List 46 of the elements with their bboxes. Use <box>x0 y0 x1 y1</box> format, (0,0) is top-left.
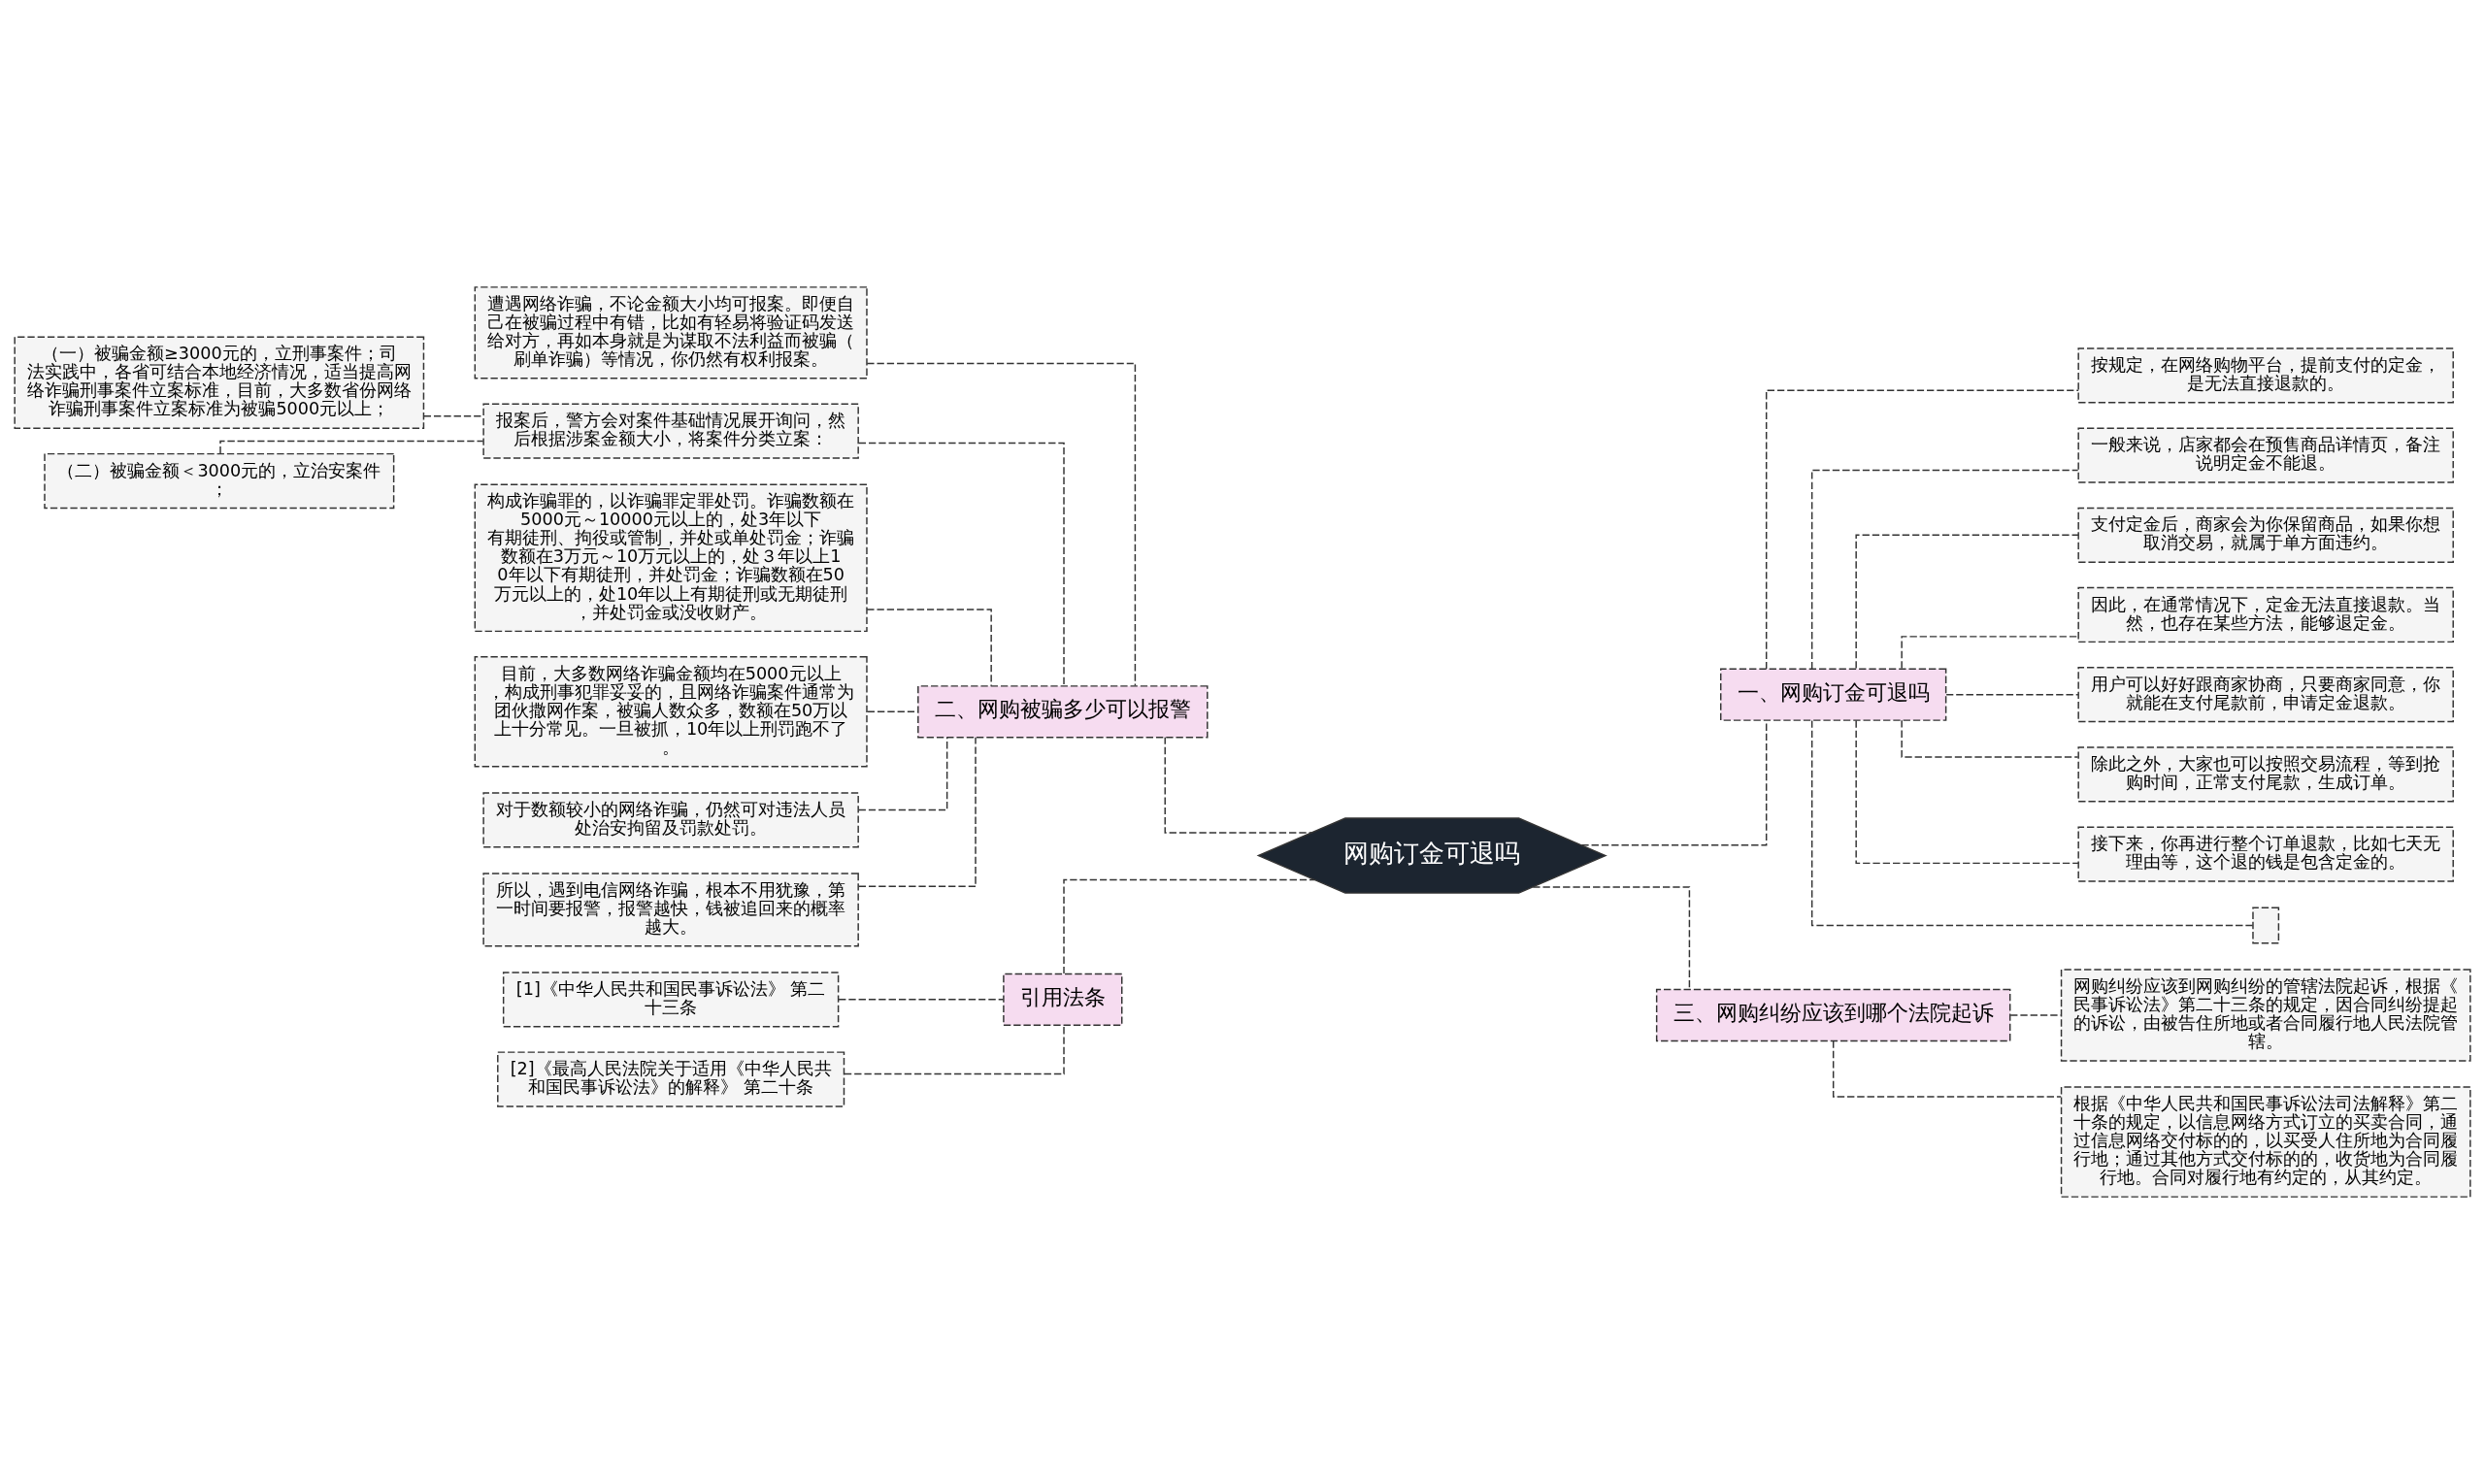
connector <box>1901 719 2079 758</box>
node-box: （一）被骗金额≥3000元的，立刑事案件；司法实践中，各省可结合本地经济情况，适当提高网络诈骗刑事案件立案标准，目前，大多数省份网络诈骗刑事案件立案标准为被骗5000元以上； <box>14 336 425 429</box>
connector <box>1855 719 2079 865</box>
connector <box>844 1024 1065 1075</box>
node-box: 一般来说，店家都会在预售商品详情页，备注说明定金不能退。 <box>2077 427 2454 483</box>
connector <box>866 609 992 687</box>
connector <box>1810 719 2254 927</box>
connector <box>1532 886 1691 990</box>
connector <box>857 737 977 887</box>
node-box: [1]《中华人民共和国民事诉讼法》 第二十三条 <box>502 972 840 1028</box>
node-box: 对于数额较小的网络诈骗，仍然可对违法人员处治安拘留及罚款处罚。 <box>482 792 859 848</box>
connector <box>1901 636 2079 670</box>
connector <box>1855 534 2079 670</box>
node-box <box>2252 907 2280 944</box>
connector <box>1580 720 1768 846</box>
connector <box>866 710 919 713</box>
connector <box>1810 469 2079 670</box>
node-box: 遭遇网络诈骗，不论金额大小均可报案。即便自己在被骗过程中有错，比如有轻易将验证码发送给对方，再如本身就是为谋取不法利益而被骗（刷单诈骗）等情况，你仍然有权利报案。 <box>474 286 868 379</box>
connector <box>866 362 1137 687</box>
connector <box>1765 389 2079 670</box>
node-box: 引用法条 <box>1003 973 1123 1026</box>
connector <box>1164 737 1312 834</box>
node-box: 支付定金后，商家会为你保留商品，如果你想取消交易，就属于单方面违约。 <box>2077 507 2454 563</box>
node-box: 根据《中华人民共和国民事诉讼法司法解释》第二十条的规定，以信息网络方式订立的买卖合同，通过信息网络交付标的的，以买受人住所地为合同履行地；通过其他方式交付标的的，收货地为合同履行地。合同对履行地有约定的，从其约定。 <box>2060 1086 2471 1198</box>
node-box: 除此之外，大家也可以按照交易流程，等到抢购时间，正常支付尾款，生成订单。 <box>2077 746 2454 803</box>
node-box: 网购纠纷应该到网购纠纷的管辖法院起诉，根据《民事诉讼法》第二十三条的规定，因合同纠纷提起的诉讼，由被告住所地或者合同履行地人民法院管辖。 <box>2060 969 2471 1062</box>
node-box: 用户可以好好跟商家协商，只要商家同意，你就能在支付尾款前，申请定金退款。 <box>2077 667 2454 723</box>
node-box: 接下来，你再进行整个订单退款，比如七天无理由等，这个退的钱是包含定金的。 <box>2077 826 2454 882</box>
node-box: 一、网购订金可退吗 <box>1720 668 1947 721</box>
connector <box>219 440 484 455</box>
node-box: 按规定，在网络购物平台，提前支付的定金，是无法直接退款的。 <box>2077 347 2454 404</box>
node-box: 三、网购纠纷应该到哪个法院起诉 <box>1655 988 2011 1042</box>
node-box: 所以，遇到电信网络诈骗，根本不用犹豫，第一时间要报警，报警越快，钱被追回来的概率越大。 <box>482 873 859 947</box>
connector <box>1063 878 1315 974</box>
node-box: [2]《最高人民法院关于适用《中华人民共和国民事诉讼法》的解释》 第二十条 <box>497 1051 845 1107</box>
node-box: （二）被骗金额＜3000元的，立治安案件； <box>44 452 395 510</box>
connector <box>857 737 948 811</box>
connector <box>1832 1039 2062 1098</box>
connector <box>1945 693 2079 696</box>
node-box: 目前，大多数网络诈骗金额均在5000元以上，构成刑事犯罪妥妥的，且网络诈骗案件通常为团伙撒网作案，被骗人数众多，数额在50万以上十分常见。一旦被抓，10年以上刑罚跑不了。 <box>474 656 868 768</box>
node-box: 因此，在通常情况下，定金无法直接退款。当然，也存在某些方法，能够退定金。 <box>2077 586 2454 643</box>
connector <box>838 999 1005 1001</box>
node-box: 报案后，警方会对案件基础情况展开询问，然后根据涉案金额大小，将案件分类立案： <box>482 403 859 459</box>
connector <box>857 442 1065 687</box>
node-box: 二、网购被骗多少可以报警 <box>917 685 1209 739</box>
node-box: 构成诈骗罪的，以诈骗罪定罪处罚。诈骗数额在5000元～10000元以上的，处3年以下有期徒刑、拘役或管制，并处或单处罚金；诈骗数额在3万元～10万元以上的，处３年以上10年以下有期徒刑，并处罚金；诈骗数额在50万元以上的，处10年以上有期徒刑或无期徒刑，并处罚金或没收财产。 <box>474 483 868 633</box>
